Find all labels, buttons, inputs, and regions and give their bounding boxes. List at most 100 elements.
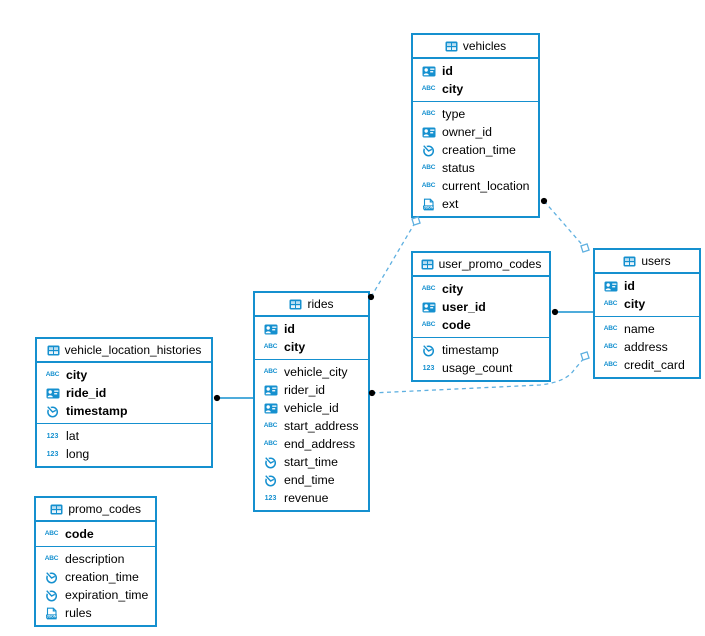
column-name: city <box>624 297 646 311</box>
relation-vehicles-users <box>543 200 586 249</box>
column-row-id[interactable]: id <box>413 62 538 80</box>
string-type-icon: ABC <box>44 529 59 537</box>
column-type-icon-holder: 123 <box>44 433 61 440</box>
column-name: description <box>65 552 125 566</box>
timestamp-type-icon <box>422 143 435 156</box>
column-name: ext <box>442 197 459 211</box>
table-header[interactable]: users <box>595 250 699 274</box>
table-title: rides <box>307 297 334 311</box>
table-title: promo_codes <box>68 502 142 516</box>
columns-section: timestamp 123 usage_count <box>413 337 549 380</box>
column-row-rider_id[interactable]: rider_id <box>255 381 368 399</box>
column-type-icon-holder: ABC <box>43 555 60 563</box>
column-type-icon-holder: JSON <box>43 607 60 620</box>
column-type-icon-holder <box>262 324 279 335</box>
column-type-icon-holder <box>262 385 279 396</box>
table-icon-holder <box>421 259 434 270</box>
column-row-start_time[interactable]: start_time <box>255 453 368 471</box>
column-row-end_time[interactable]: end_time <box>255 471 368 489</box>
column-row-code[interactable]: ABC code <box>413 316 549 334</box>
uuid-type-icon <box>46 388 59 398</box>
number-type-icon: 123 <box>46 432 59 440</box>
column-name: creation_time <box>442 143 516 157</box>
column-row-timestamp[interactable]: timestamp <box>413 341 549 359</box>
column-row-lat[interactable]: 123 lat <box>37 427 211 445</box>
uuid-type-icon <box>264 403 277 413</box>
column-row-expiration_time[interactable]: expiration_time <box>36 586 155 604</box>
table-header[interactable]: vehicles <box>413 35 538 59</box>
column-row-id[interactable]: id <box>595 277 699 295</box>
column-row-timestamp[interactable]: timestamp <box>37 402 211 420</box>
string-type-icon: ABC <box>263 367 278 375</box>
column-name: end_time <box>284 473 335 487</box>
column-row-creation_time[interactable]: creation_time <box>36 568 155 586</box>
column-row-usage_count[interactable]: 123 usage_count <box>413 359 549 377</box>
string-type-icon: ABC <box>45 370 60 378</box>
table-header[interactable]: promo_codes <box>36 498 156 522</box>
column-type-icon-holder <box>44 388 61 399</box>
column-name: usage_count <box>442 361 513 375</box>
table-icon <box>50 504 63 514</box>
column-row-id[interactable]: id <box>255 320 368 338</box>
table-header[interactable]: vehicle_location_histories <box>37 339 211 363</box>
column-row-creation_time[interactable]: creation_time <box>413 141 538 159</box>
number-type-icon: 123 <box>46 450 59 458</box>
column-type-icon-holder: ABC <box>262 342 279 351</box>
column-name: city <box>284 340 306 354</box>
column-row-ride_id[interactable]: ride_id <box>37 384 211 402</box>
column-row-city[interactable]: ABC city <box>255 338 368 356</box>
table-icon <box>47 345 60 355</box>
column-type-icon-holder: ABC <box>420 321 437 329</box>
column-row-user_id[interactable]: user_id <box>413 298 549 316</box>
table-title: vehicles <box>462 39 507 53</box>
column-row-vehicle_id[interactable]: vehicle_id <box>255 399 368 417</box>
table-header[interactable]: rides <box>255 293 368 317</box>
column-name: lat <box>66 429 79 443</box>
relation-dot-marker <box>540 197 548 205</box>
relation-square-marker <box>580 351 590 361</box>
string-type-icon: ABC <box>263 439 278 447</box>
column-type-icon-holder: 123 <box>420 365 437 372</box>
column-name: id <box>624 279 635 293</box>
columns-section: ABC description creation_time expiration_… <box>36 546 156 625</box>
column-row-description[interactable]: ABC description <box>36 550 155 568</box>
table-header[interactable]: user_promo_codes <box>413 253 549 277</box>
column-type-icon-holder <box>420 143 437 157</box>
column-name: city <box>442 82 464 96</box>
table-icon <box>445 41 458 51</box>
string-type-icon: ABC <box>263 342 278 350</box>
column-type-icon-holder <box>262 403 279 414</box>
column-row-owner_id[interactable]: owner_id <box>413 123 538 141</box>
column-name: code <box>442 318 471 332</box>
column-type-icon-holder: ABC <box>420 110 437 118</box>
column-type-icon-holder <box>420 66 437 77</box>
